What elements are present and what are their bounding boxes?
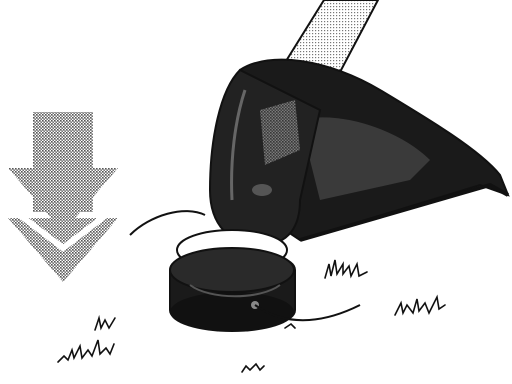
down-arrow-icon [6,112,120,282]
trimmer-head-icon [129,68,361,332]
grass-tuft-icon [57,259,446,373]
